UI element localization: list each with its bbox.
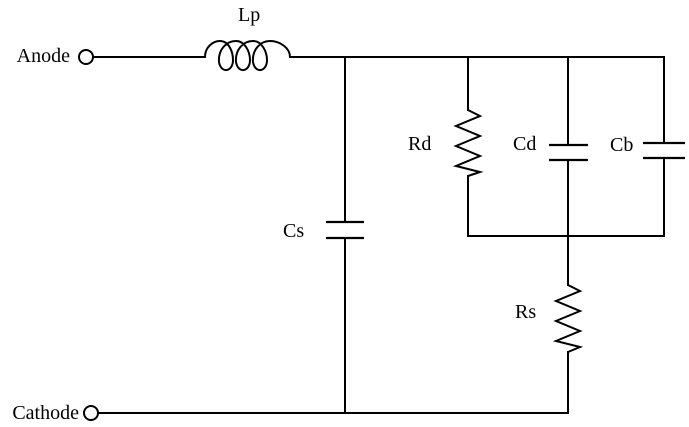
wires bbox=[93, 57, 664, 413]
rs-label: Rs bbox=[515, 301, 536, 323]
cd-label: Cd bbox=[513, 133, 536, 155]
anode-terminal bbox=[79, 50, 93, 64]
resistor-rd bbox=[456, 110, 480, 176]
rd-label: Rd bbox=[408, 133, 431, 155]
inductor-lp bbox=[205, 41, 290, 70]
cs-label: Cs bbox=[283, 220, 304, 242]
lp-label: Lp bbox=[238, 4, 260, 26]
capacitor-cb bbox=[643, 143, 685, 158]
cathode-label: Cathode bbox=[12, 402, 79, 424]
capacitor-cs bbox=[326, 222, 364, 238]
cb-label: Cb bbox=[610, 134, 633, 156]
anode-label: Anode bbox=[17, 45, 70, 67]
resistor-rs bbox=[556, 285, 580, 352]
capacitor-cd bbox=[549, 145, 588, 160]
cathode-terminal bbox=[84, 406, 98, 420]
